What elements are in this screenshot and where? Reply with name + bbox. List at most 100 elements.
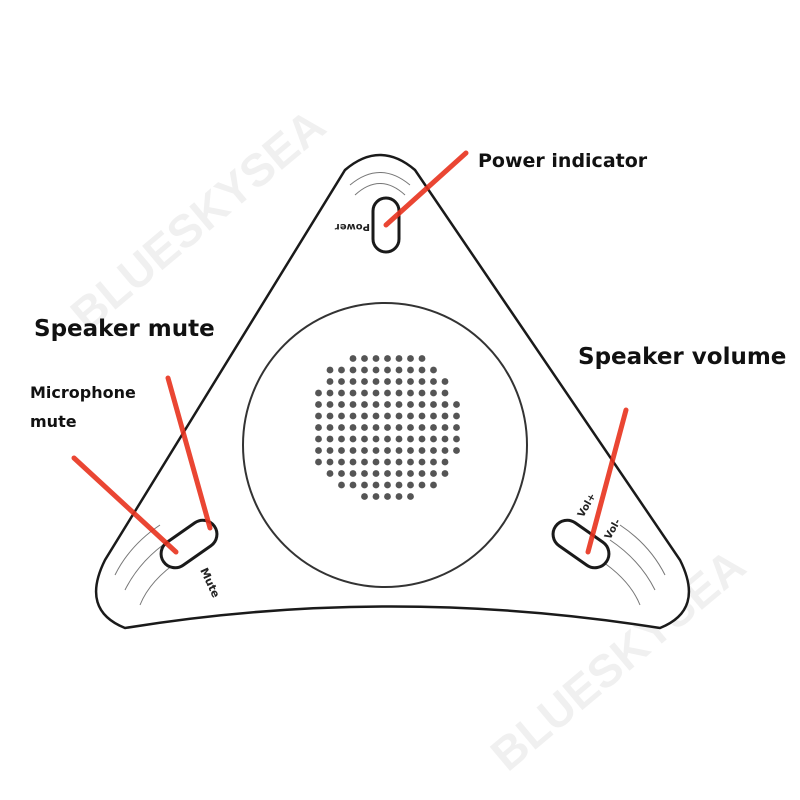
- speaker-grill: [315, 355, 460, 500]
- grill-hole: [395, 435, 403, 443]
- grill-hole: [372, 447, 380, 454]
- grill-hole: [372, 493, 380, 500]
- grill-hole: [384, 378, 391, 385]
- mute-button: [159, 518, 219, 570]
- grill-hole: [326, 378, 334, 385]
- callout-speaker-mute: Speaker mute: [34, 316, 215, 342]
- grill-hole: [430, 458, 437, 466]
- grill-hole: [453, 401, 460, 408]
- grill-hole: [372, 378, 380, 385]
- grill-hole: [315, 435, 322, 443]
- grill-hole: [407, 424, 414, 431]
- grill-hole: [395, 389, 403, 397]
- grill-hole: [349, 378, 357, 385]
- grill-hole: [441, 389, 449, 397]
- grill-hole: [372, 366, 380, 374]
- grill-hole: [338, 366, 345, 374]
- grill-hole: [384, 412, 391, 420]
- grill-hole: [372, 412, 380, 420]
- grill-hole: [338, 435, 345, 443]
- grill-hole: [441, 470, 449, 477]
- grill-hole: [384, 366, 391, 374]
- grill-hole: [441, 458, 449, 466]
- grill-hole: [338, 470, 345, 477]
- grill-hole: [338, 389, 345, 397]
- grill-hole: [315, 389, 322, 397]
- grill-hole: [418, 401, 426, 408]
- grill-hole: [395, 378, 403, 385]
- grill-hole: [349, 447, 357, 454]
- callout-line-speaker-mute: [165, 375, 213, 531]
- grill-hole: [430, 366, 437, 374]
- grill-hole: [361, 435, 368, 443]
- grill-hole: [326, 458, 334, 466]
- grill-hole: [418, 389, 426, 397]
- grill-hole: [441, 424, 449, 431]
- grill-hole: [441, 412, 449, 420]
- grill-hole: [326, 389, 334, 397]
- grill-hole: [326, 424, 334, 431]
- grill-hole: [407, 366, 414, 374]
- grill-hole: [384, 481, 391, 489]
- grill-hole: [349, 470, 357, 477]
- grill-hole: [395, 424, 403, 431]
- callout-line-speaker-volume: [585, 407, 629, 555]
- grill-hole: [430, 470, 437, 477]
- grill-hole: [395, 470, 403, 477]
- grill-hole: [384, 458, 391, 466]
- grill-hole: [361, 378, 368, 385]
- grill-hole: [384, 470, 391, 477]
- grill-hole: [326, 401, 334, 408]
- grill-hole: [407, 458, 414, 466]
- grill-hole: [372, 401, 380, 408]
- grill-hole: [430, 435, 437, 443]
- grill-hole: [361, 389, 368, 397]
- grill-hole: [395, 493, 403, 500]
- grill-hole: [395, 481, 403, 489]
- grill-hole: [361, 458, 368, 466]
- grill-hole: [430, 401, 437, 408]
- grill-hole: [326, 435, 334, 443]
- grill-hole: [349, 355, 357, 362]
- grill-hole: [384, 435, 391, 443]
- grill-hole: [418, 481, 426, 489]
- callout-line-mic-mute: [71, 455, 179, 555]
- grill-hole: [338, 458, 345, 466]
- grill-hole: [430, 424, 437, 431]
- grill-hole: [372, 458, 380, 466]
- grill-hole: [361, 493, 368, 500]
- grill-hole: [395, 412, 403, 420]
- grill-hole: [338, 401, 345, 408]
- grill-hole: [418, 412, 426, 420]
- grill-hole: [361, 355, 368, 362]
- grill-hole: [430, 412, 437, 420]
- grill-hole: [384, 355, 391, 362]
- grill-hole: [361, 366, 368, 374]
- grill-hole: [326, 412, 334, 420]
- grill-hole: [441, 378, 449, 385]
- grill-hole: [453, 435, 460, 443]
- grill-hole: [338, 412, 345, 420]
- callout-line-power: [383, 150, 469, 228]
- grill-hole: [395, 355, 403, 362]
- grill-hole: [361, 424, 368, 431]
- grill-hole: [430, 447, 437, 454]
- grill-hole: [395, 366, 403, 374]
- callout-speaker-volume: Speaker volume: [578, 344, 787, 370]
- grill-hole: [430, 378, 437, 385]
- grill-hole: [384, 493, 391, 500]
- grill-hole: [395, 401, 403, 408]
- grill-hole: [338, 481, 345, 489]
- grill-hole: [418, 378, 426, 385]
- grill-hole: [418, 435, 426, 443]
- callout-power-indicator: Power indicator: [478, 150, 648, 172]
- grill-hole: [395, 458, 403, 466]
- grill-hole: [349, 435, 357, 443]
- grill-hole: [372, 481, 380, 489]
- grill-hole: [315, 458, 322, 466]
- grill-hole: [453, 424, 460, 431]
- grill-hole: [418, 355, 426, 362]
- grill-hole: [441, 401, 449, 408]
- grill-hole: [326, 470, 334, 477]
